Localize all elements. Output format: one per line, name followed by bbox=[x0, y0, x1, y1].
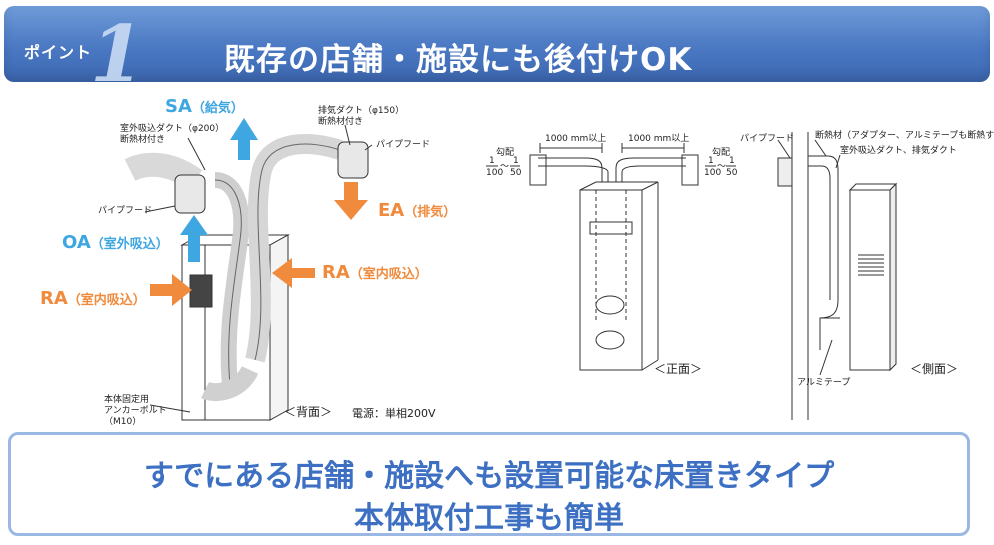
front-caption: ＜正面＞ bbox=[654, 362, 703, 376]
side-duct-label: 室外吸込ダクト、排気ダクト bbox=[840, 146, 957, 156]
side-caption: ＜側面＞ bbox=[910, 362, 959, 376]
frac-left-den-2: 50 bbox=[510, 168, 522, 178]
ra-left-sub: （室内吸込） bbox=[67, 293, 146, 308]
exhaust-duct-label: 排気ダクト（φ150） 断熱材付き bbox=[318, 106, 405, 127]
airflow-arrows bbox=[150, 118, 368, 306]
bottom-message-box: すでにある店舗・施設へも設置可能な床置きタイプ 本体取付工事も簡単 bbox=[8, 432, 970, 536]
sa-code: SA bbox=[165, 96, 192, 117]
ra-left-label: RA（室内吸込） bbox=[40, 288, 146, 309]
outdoor-duct-label: 室外吸込ダクト（φ200） 断熱材付き bbox=[120, 124, 225, 145]
rear-view-drawing bbox=[124, 124, 373, 421]
anchor-bolt-label: 本体固定用 アンカーボルト （M10） bbox=[104, 395, 167, 427]
frac-left-num-2: 1 bbox=[513, 156, 519, 166]
bottom-line-1: すでにある店舗・施設へも設置可能な床置きタイプ bbox=[143, 459, 835, 494]
rear-caption: ＜背面＞ bbox=[284, 405, 333, 419]
oa-sub: （室外吸込） bbox=[90, 237, 169, 252]
frac-right-num-2: 1 bbox=[729, 156, 735, 166]
pipe-hood-right-label: パイプフード bbox=[376, 140, 431, 150]
front-view-drawing bbox=[486, 143, 736, 371]
dim-left-label: 1000 mm以上 bbox=[545, 134, 607, 144]
ra-right-label: RA（室内吸込） bbox=[322, 262, 428, 283]
dim-right-label: 1000 mm以上 bbox=[628, 134, 690, 144]
frac-right-den-1: 100 bbox=[704, 168, 722, 178]
frac-right-num-1: 1 bbox=[708, 156, 714, 166]
frac-right-den-2: 50 bbox=[726, 168, 738, 178]
tilde-left: ～ bbox=[500, 162, 510, 172]
ra-right-sub: （室内吸込） bbox=[349, 267, 428, 282]
frac-left-den-1: 100 bbox=[486, 168, 504, 178]
point-label: ポイント bbox=[24, 43, 93, 62]
power-label: 電源：単相200V bbox=[352, 407, 436, 420]
oa-code: OA bbox=[62, 232, 91, 253]
slope-right-label: 勾配 bbox=[712, 148, 731, 158]
ea-code: EA bbox=[378, 200, 405, 221]
header-banner: ポイント 1 既存の店舗・施設にも後付けOK bbox=[4, 6, 990, 100]
oa-label: OA（室外吸込） bbox=[62, 232, 169, 253]
sa-arrow bbox=[230, 118, 258, 160]
insulation-label: 断熱材（アダプター、アルミテープも断熱する） bbox=[815, 131, 994, 141]
aluminum-tape-label: アルミテープ bbox=[797, 378, 851, 388]
ra-right-code: RA bbox=[322, 262, 350, 283]
ra-left-code: RA bbox=[40, 288, 68, 309]
ea-sub: （排気） bbox=[404, 205, 457, 220]
oa-arrow bbox=[180, 215, 208, 262]
ea-label: EA（排気） bbox=[378, 200, 456, 221]
sa-sub: （給気） bbox=[191, 101, 244, 116]
side-view-drawing bbox=[777, 132, 898, 420]
ra-left-arrow bbox=[150, 274, 192, 306]
side-pipe-hood-label: パイプフード bbox=[740, 134, 795, 144]
point-number: 1 bbox=[90, 9, 145, 100]
bottom-line-2: 本体取付工事も簡単 bbox=[354, 501, 624, 536]
sa-label: SA（給気） bbox=[165, 96, 244, 117]
frac-left-num-1: 1 bbox=[489, 156, 495, 166]
ea-arrow bbox=[334, 182, 368, 220]
slope-left-label: 勾配 bbox=[496, 148, 515, 158]
page-title: 既存の店舗・施設にも後付けOK bbox=[224, 42, 693, 78]
tilde-right: ～ bbox=[717, 162, 727, 172]
pipe-hood-left-label: パイプフード bbox=[98, 206, 153, 216]
ra-right-arrow bbox=[272, 258, 315, 288]
